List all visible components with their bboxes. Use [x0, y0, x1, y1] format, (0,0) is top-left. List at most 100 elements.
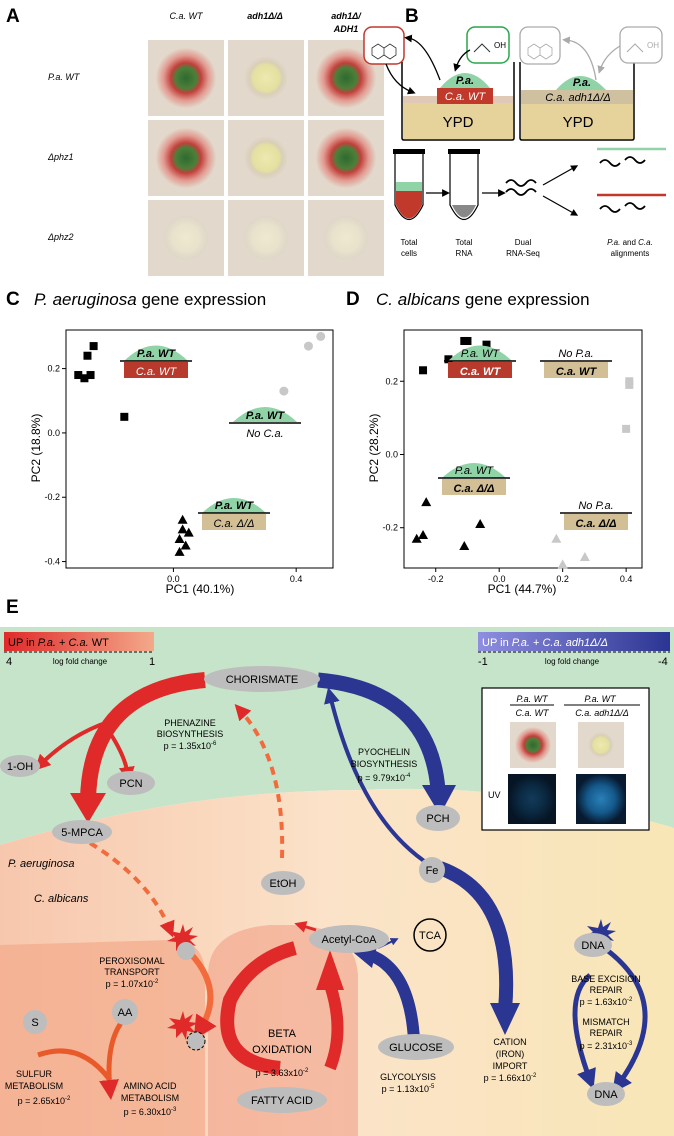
legend-up-wt-title: UP in P.a. + C.a. WT [8, 637, 109, 649]
legend-up-wt: UP in P.a. + C.a. WT 4 1 log fold change [4, 632, 155, 668]
data-point-square [83, 351, 92, 360]
d3-bottom: C.a. Δ/Δ [453, 483, 494, 495]
ethanol-structure-icon [626, 43, 644, 53]
row-label-pa-wt: P.a. WT [48, 72, 81, 82]
peroxisome-dot-dashed [186, 1031, 206, 1051]
organism-label-pa: P. aeruginosa [8, 858, 74, 870]
group-label-d-4: No P.a. C.a. Δ/Δ [560, 500, 632, 530]
data-point-square [86, 371, 95, 380]
data-point-triangle [177, 514, 188, 524]
pyochelin-arrow [317, 672, 446, 791]
data-point-triangle [174, 534, 185, 544]
ca-wt-lawn [437, 88, 493, 104]
data-point-triangle [411, 533, 422, 543]
svg-text:CHORISMATE: CHORISMATE [226, 674, 299, 686]
svg-text:BASE EXCISION: BASE EXCISION [571, 974, 641, 984]
row-label-phz2: Δphz2 [47, 232, 74, 242]
svg-text:p = 9.79x10-4: p = 9.79x10-4 [358, 773, 411, 783]
mpca-dashed-arrow [88, 841, 175, 938]
ethanol-structure-box-faded [619, 26, 663, 64]
data-point-triangle [418, 530, 429, 540]
phenazine-arrow [80, 672, 206, 801]
c1-top: P.a. WT [137, 348, 177, 360]
svg-text:TRANSPORT: TRANSPORT [104, 967, 160, 977]
fe-uptake-arrow [324, 687, 432, 867]
panel-b: B P.a. C.a. WT YPD OH P.a. [363, 6, 666, 258]
pathway-cation-import: CATION (IRON) IMPORT p = 1.66x10-2 [484, 1037, 537, 1083]
d1-top: P.a. WT [461, 348, 501, 360]
svg-text:Acetyl-CoA: Acetyl-CoA [321, 934, 377, 946]
node-chorismate [204, 666, 320, 692]
data-point-square [80, 374, 89, 383]
dish-left: P.a. C.a. WT YPD OH [363, 26, 515, 141]
data-point-triangle [183, 527, 194, 537]
colony-pigmented [156, 48, 216, 108]
dish-right-medium: YPD [563, 114, 594, 131]
peroxisomal-arrow [187, 950, 217, 1041]
legend-up-wt-caption: log fold change [53, 657, 108, 666]
y-tick-label: 0.0 [47, 428, 60, 438]
inset-colony-mutant [588, 732, 614, 758]
colony-pale [164, 216, 208, 260]
panel-b-label: B [405, 6, 419, 27]
data-point-circle [303, 341, 313, 351]
plate-grid [148, 40, 384, 276]
y-tick-label: 0.2 [385, 376, 398, 386]
legend-up-mutant: UP in P.a. + C.a. adh1Δ/Δ -1 -4 log fold… [478, 632, 670, 668]
y-tick-label: -0.2 [44, 492, 60, 502]
pathway-beta-oxidation: BETA OXIDATION p = 3.63x10-2 [252, 1028, 312, 1078]
inset-uv-label: UV [488, 790, 501, 800]
svg-text:p = 2.31x10-3: p = 2.31x10-3 [580, 1041, 633, 1051]
panel-d-title: C. albicans gene expression [376, 290, 590, 309]
data-point-circle [316, 331, 326, 341]
group-label-c-1: P.a. WT C.a. WT [120, 345, 192, 378]
svg-text:EtOH: EtOH [270, 878, 297, 890]
plot-d-points [411, 336, 634, 569]
panel-c-label: C [6, 289, 20, 310]
svg-text:CATION: CATION [493, 1037, 526, 1047]
burst-icon [585, 919, 616, 948]
x-tick-label: 0.2 [556, 574, 569, 584]
ca-mutant-lawn [521, 90, 633, 104]
data-point-triangle [421, 497, 432, 507]
legend-up-wt-hi: 1 [149, 656, 155, 668]
svg-text:MISMATCH: MISMATCH [582, 1017, 629, 1027]
svg-text:p = 6.30x10-3: p = 6.30x10-3 [124, 1107, 177, 1117]
node-fe [419, 857, 445, 883]
ethanol-structure-icon [473, 43, 491, 53]
node-fatty-acid [237, 1087, 327, 1113]
node-pcn [107, 771, 155, 795]
colony-pale [324, 216, 368, 260]
d2-top: No P.a. [558, 348, 593, 360]
y-tick-label: -0.2 [382, 523, 398, 533]
node-pch [416, 805, 460, 831]
pathway-mismatch: MISMATCH REPAIR p = 2.31x10-3 [580, 1017, 633, 1051]
tube-total-rna [449, 151, 479, 221]
phenazine-structure-box-faded [519, 26, 561, 65]
c1-bottom: C.a. WT [136, 366, 178, 378]
data-point-square [89, 342, 98, 351]
svg-text:DNA: DNA [581, 940, 605, 952]
panel-a: A C.a. WT adh1Δ/Δ adh1Δ/ADH1 P.a. WT Δph… [6, 6, 384, 276]
node-etoh [261, 871, 305, 895]
dish-left-pa: P.a. [456, 75, 474, 87]
svg-text:p = 1.13x10-5: p = 1.13x10-5 [382, 1084, 435, 1094]
plot-d-ylabel: PC2 (28.2%) [367, 414, 381, 483]
svg-text:PCH: PCH [426, 813, 449, 825]
d1-bottom: C.a. WT [460, 366, 502, 378]
svg-text:1-OH: 1-OH [7, 761, 33, 773]
svg-text:DNA: DNA [594, 1089, 618, 1101]
svg-text:p = 3.63x10-2: p = 3.63x10-2 [256, 1068, 309, 1078]
group-label-d-3: P.a. WT C.a. Δ/Δ [438, 463, 510, 495]
data-point-square [74, 371, 83, 380]
inset-photos: P.a. WT C.a. WT P.a. WT C.a. adh1Δ/Δ UV [481, 687, 650, 831]
inset-uv-mutant [576, 774, 626, 824]
data-point-square [419, 366, 428, 375]
beta-oxidation-arrow [220, 941, 297, 1075]
svg-text:p = 1.07x10-2: p = 1.07x10-2 [106, 979, 159, 989]
pathway-phenazine: PHENAZINE BIOSYNTHESIS p = 1.35x10-6 [157, 718, 224, 751]
node-dna-top [574, 933, 612, 957]
